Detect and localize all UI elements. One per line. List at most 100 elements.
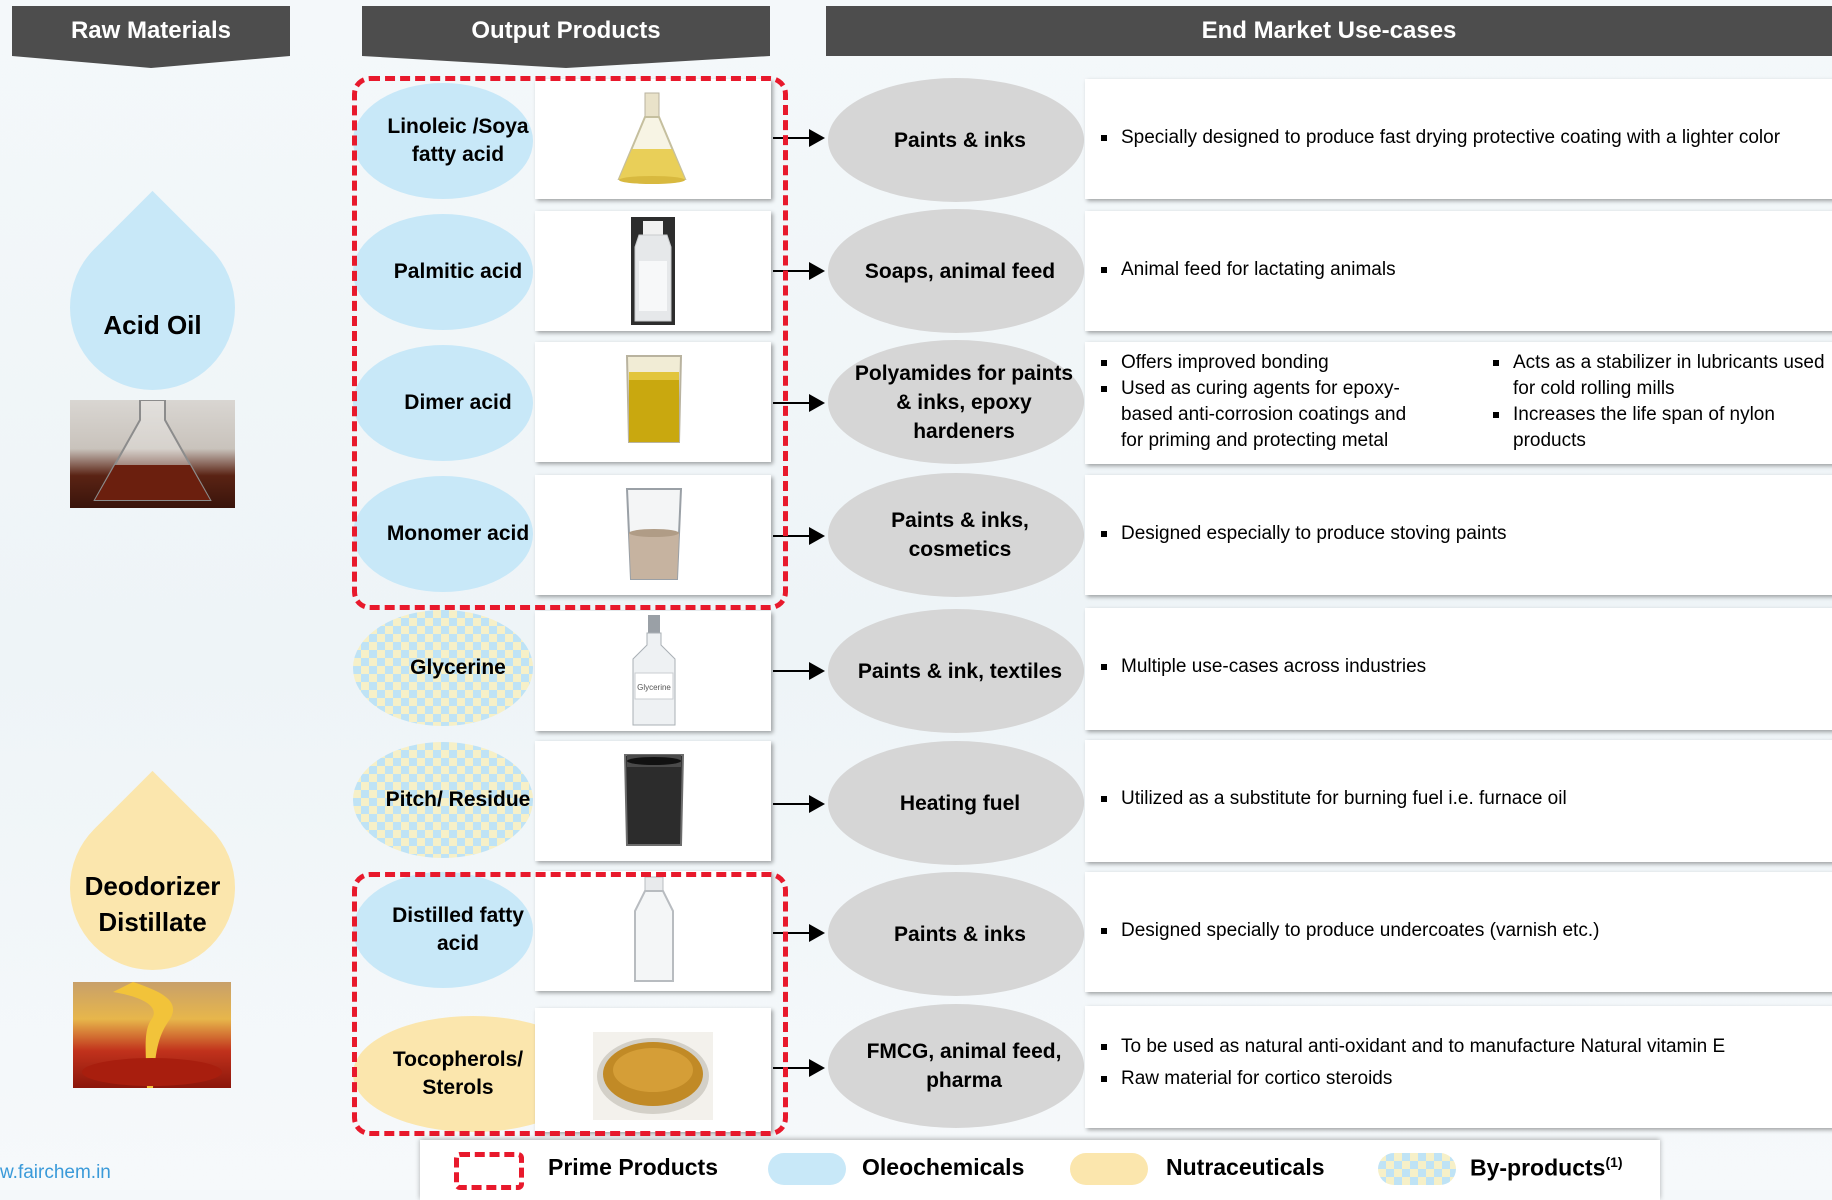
arrow-5	[773, 662, 825, 680]
header-end-market: End Market Use-cases	[826, 6, 1832, 56]
legend-nutra-label: Nutraceuticals	[1166, 1154, 1325, 1180]
product-image-box-4	[535, 475, 771, 595]
market-label-8: FMCG, animal feed, pharma	[866, 1040, 1062, 1092]
market-label-6: Heating fuel	[899, 791, 1021, 815]
use-column-left: Offers improved bonding Used as curing a…	[1093, 350, 1423, 454]
use-box-4: Designed especially to produce stoving p…	[1085, 475, 1832, 595]
legend-by-label: By-products(1)	[1470, 1154, 1623, 1182]
market-shape-4	[828, 473, 1084, 597]
arrow-8	[773, 1059, 825, 1077]
beaker-clear-icon	[625, 488, 683, 580]
market-label-3: Polyamides for paints & inks, epoxy hard…	[854, 361, 1074, 443]
deodorizer-image	[73, 982, 231, 1088]
market-shape-8	[828, 1004, 1084, 1128]
conical-flask-icon	[617, 92, 687, 184]
product-label-3: Dimer acid	[404, 391, 512, 414]
legend-oleo-swatch	[768, 1153, 846, 1185]
legend-prime-label: Prime Products	[548, 1154, 718, 1180]
use-bullet: Used as curing agents for epoxy-based an…	[1093, 376, 1423, 454]
use-bullet: Offers improved bonding	[1093, 350, 1423, 376]
product-label-4: Monomer acid	[386, 522, 530, 545]
arrow-7	[773, 924, 825, 942]
legend: Prime Products Oleochemicals Nutraceutic…	[420, 1140, 1660, 1200]
product-leaf-7	[353, 872, 533, 988]
product-label-1: Linoleic /Soya fatty acid	[387, 115, 529, 166]
glycerine-bottle-icon: Glycerine	[632, 615, 676, 726]
product-label-8: Tocopherols/ Sterols	[392, 1048, 524, 1099]
arrow-2	[773, 262, 825, 280]
use-box-7: Designed specially to produce undercoate…	[1085, 872, 1832, 992]
product-image-box-8	[535, 1008, 771, 1132]
arrow-6	[773, 795, 825, 813]
use-box-2: Animal feed for lactating animals	[1085, 211, 1832, 331]
product-leaf-6	[353, 742, 533, 858]
clear-bottle-small-icon	[634, 876, 674, 982]
product-leaf-2	[353, 214, 533, 330]
use-box-6: Utilized as a substitute for burning fue…	[1085, 740, 1832, 862]
petri-dish-icon	[593, 1032, 713, 1120]
product-label-7: Distilled fatty acid	[392, 904, 524, 955]
header-raw-materials: Raw Materials	[12, 6, 290, 56]
product-image-box-7	[535, 871, 771, 991]
use-bullet: Multiple use-cases across industries	[1093, 654, 1832, 680]
legend-nutra-swatch	[1070, 1153, 1148, 1185]
glycerine-bottle-tag: Glycerine	[637, 683, 671, 692]
use-bullet: Animal feed for lactating animals	[1093, 257, 1832, 283]
use-bullet: To be used as natural anti-oxidant and t…	[1093, 1034, 1832, 1060]
product-label-2: Palmitic acid	[393, 260, 523, 283]
market-shape-5	[828, 609, 1084, 733]
footer-url: w.fairchem.in	[0, 1162, 111, 1183]
acid-oil-label: Acid Oil	[103, 310, 202, 340]
arrow-3	[773, 394, 825, 412]
market-shape-1	[828, 78, 1084, 202]
use-bullet: Specially designed to produce fast dryin…	[1093, 125, 1832, 151]
product-leaf-3	[353, 345, 533, 461]
product-image-box-1	[535, 79, 771, 199]
arrow-1	[773, 129, 825, 147]
prime-products-group-2	[352, 872, 788, 1136]
acid-oil-image	[70, 399, 235, 508]
use-bullet: Designed specially to produce undercoate…	[1093, 918, 1832, 944]
deodorizer-label: Deodorizer Distillate	[84, 871, 221, 937]
use-box-1: Specially designed to produce fast dryin…	[1085, 79, 1832, 199]
market-label-1: Paints & inks	[894, 128, 1026, 152]
clear-bottle-icon	[631, 217, 675, 325]
market-shape-2	[828, 209, 1084, 333]
legend-oleo-label: Oleochemicals	[862, 1154, 1025, 1180]
product-leaf-5	[353, 610, 533, 726]
use-list: To be used as natural anti-oxidant and t…	[1093, 1034, 1832, 1092]
use-column-right: Acts as a stabilizer in lubricants used …	[1485, 350, 1832, 454]
product-image-box-6	[535, 741, 771, 861]
product-label-6: Pitch/ Residue	[385, 788, 531, 811]
beaker-yellow-icon	[625, 355, 683, 443]
product-leaf-1	[353, 83, 533, 199]
use-bullet: Increases the life span of nylon product…	[1485, 402, 1832, 454]
market-shape-7	[828, 872, 1084, 996]
use-box-3: Offers improved bonding Used as curing a…	[1085, 342, 1832, 464]
product-image-box-3	[535, 342, 771, 462]
legend-prime-swatch	[454, 1152, 524, 1190]
beaker-black-icon	[623, 754, 685, 846]
use-box-5: Multiple use-cases across industries	[1085, 608, 1832, 730]
product-image-box-2	[535, 211, 771, 331]
product-leaf-4	[353, 476, 533, 592]
market-shape-6	[828, 741, 1084, 865]
product-label-5: Glycerine	[410, 656, 506, 679]
product-image-box-5: Glycerine	[535, 611, 771, 731]
market-label-2: Soaps, animal feed	[864, 259, 1056, 283]
legend-by-footnote: (1)	[1605, 1154, 1623, 1170]
use-bullet: Raw material for cortico steroids	[1093, 1066, 1832, 1092]
use-bullet: Acts as a stabilizer in lubricants used …	[1485, 350, 1832, 402]
legend-by-swatch	[1378, 1153, 1456, 1185]
use-bullet: Designed especially to produce stoving p…	[1093, 521, 1832, 547]
market-label-5: Paints & ink, textiles	[857, 659, 1063, 683]
use-bullet: Utilized as a substitute for burning fue…	[1093, 786, 1832, 812]
market-shape-3	[828, 340, 1084, 464]
use-box-8: To be used as natural anti-oxidant and t…	[1085, 1006, 1832, 1128]
header-output-products: Output Products	[362, 6, 770, 56]
market-label-4: Paints & inks, cosmetics	[891, 509, 1029, 561]
prime-products-group-1	[352, 76, 788, 610]
legend-by-text: By-products	[1470, 1154, 1606, 1181]
arrow-4	[773, 527, 825, 545]
market-label-7: Paints & inks	[894, 922, 1026, 946]
